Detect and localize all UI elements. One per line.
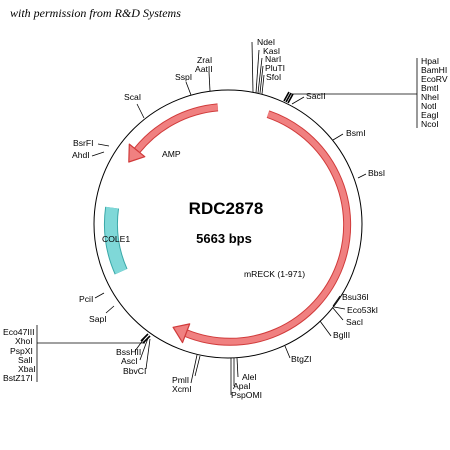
site-sacii: SacII xyxy=(291,91,326,105)
site-label: AhdI xyxy=(72,150,90,160)
feature-amp xyxy=(128,103,219,163)
site-bsmi: BsmI xyxy=(332,128,366,141)
feature-mreck-shaft xyxy=(184,111,351,345)
feature-label-cole1: COLE1 xyxy=(102,234,130,244)
site-label: SacII xyxy=(306,91,326,101)
site-bsrfi: BsrFI xyxy=(73,138,110,148)
site-label: XbaI xyxy=(18,364,36,374)
site-sspi: SspI xyxy=(175,72,192,96)
site-pcii: PciI xyxy=(79,292,105,304)
site-bbsi: BbsI xyxy=(357,168,385,179)
site-label: EagI xyxy=(421,110,439,120)
site-label: NdeI xyxy=(257,37,275,47)
feature-mreck-arrowhead xyxy=(172,323,191,344)
site-label: SspI xyxy=(175,72,192,82)
site-label: Eco47III xyxy=(3,327,35,337)
site-label: SacI xyxy=(346,317,363,327)
site-bsu36i-group: Bsu36I Eco53kI SacI xyxy=(332,292,378,327)
backbone-circle xyxy=(93,89,363,359)
site-ahdi: AhdI xyxy=(72,150,105,160)
site-label: AleI xyxy=(242,372,257,382)
site-label: NheI xyxy=(421,92,439,102)
site-label: PspXI xyxy=(10,346,33,356)
site-label: XhoI xyxy=(15,336,33,346)
site-label: PspOMI xyxy=(231,390,262,400)
site-label: AscI xyxy=(121,356,138,366)
site-label: ApaI xyxy=(233,381,251,391)
site-mcs-ticks xyxy=(283,91,294,104)
site-label: BglII xyxy=(333,330,350,340)
site-btgzi: BtgZI xyxy=(284,345,312,364)
site-label: BstZ17I xyxy=(3,373,33,383)
site-label: EcoRV xyxy=(421,74,448,84)
site-ndei-group: NdeI KasI NarI PluTI SfoI xyxy=(251,37,285,95)
site-label: ZraI xyxy=(197,55,212,65)
site-label: BamHI xyxy=(421,65,447,75)
feature-amp-shaft-outline xyxy=(133,103,219,153)
site-label: BsrFI xyxy=(73,138,94,148)
site-zrai-aatii: ZraI AatII xyxy=(195,55,213,92)
site-alei-group: AleI ApaI PspOMI xyxy=(230,357,262,400)
site-label: NotI xyxy=(421,101,437,111)
site-label: Eco53kI xyxy=(347,305,378,315)
site-label: ScaI xyxy=(124,92,141,102)
site-sapi: SapI xyxy=(89,305,115,324)
site-hpai-group: HpaI BamHI EcoRV BmtI NheI NotI EagI Nco… xyxy=(290,56,448,129)
site-label: SfoI xyxy=(266,72,281,82)
site-eco47iii-group: Eco47III XhoI PspXI SalI XbaI BstZ17I xyxy=(3,325,151,383)
site-label: BsmI xyxy=(346,128,366,138)
feature-mreck xyxy=(172,110,352,346)
feature-amp-shaft xyxy=(134,104,219,153)
site-pmli-group: PmlI XcmI xyxy=(172,354,201,394)
feature-label-mreck: mRECK (1-971) xyxy=(244,269,305,279)
features-layer xyxy=(103,103,352,346)
site-label: AatII xyxy=(195,64,213,74)
site-label: NarI xyxy=(265,54,281,64)
site-label: SapI xyxy=(89,314,107,324)
feature-cole1 xyxy=(103,206,128,275)
site-label: Bsu36I xyxy=(342,292,369,302)
site-label: HpaI xyxy=(421,56,439,66)
site-label: NcoI xyxy=(421,119,439,129)
restriction-sites-layer: ZraI AatII SspI ScaI NdeI KasI xyxy=(3,37,448,400)
site-scai: ScaI xyxy=(124,92,145,119)
site-label: PciI xyxy=(79,294,93,304)
feature-cole1-fill xyxy=(104,206,127,275)
site-label: PluTI xyxy=(265,63,285,73)
credit-text: with permission from R&D Systems xyxy=(10,6,181,20)
feature-mreck-shaft-outline xyxy=(184,110,352,346)
site-label: SalI xyxy=(18,355,33,365)
site-label: KasI xyxy=(263,46,280,56)
site-label: XcmI xyxy=(172,384,192,394)
site-label: BssHII xyxy=(116,347,141,357)
site-label: BmtI xyxy=(421,83,439,93)
plasmid-size: 5663 bps xyxy=(196,231,252,246)
site-label: BbsI xyxy=(368,168,385,178)
site-label: BtgZI xyxy=(291,354,312,364)
feature-label-amp: AMP xyxy=(162,149,181,159)
feature-amp-arrowhead xyxy=(128,143,146,163)
site-label: PmlI xyxy=(172,375,189,385)
site-bglii: BglII xyxy=(319,320,350,340)
plasmid-name: RDC2878 xyxy=(189,199,264,218)
site-label: BbvCI xyxy=(123,366,146,376)
